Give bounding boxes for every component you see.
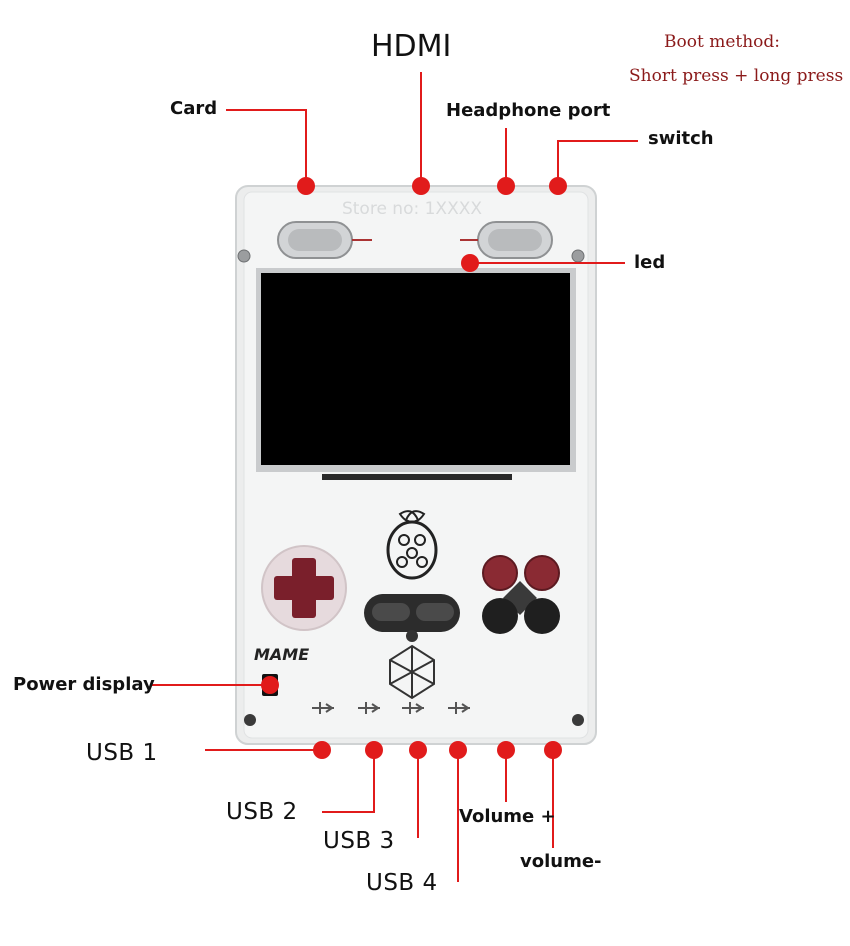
screw-icon [244,714,256,726]
speaker-left-icon [277,221,372,259]
callout-dot-usb3 [409,741,427,759]
dpad-icon [274,558,334,618]
screen-connector [322,474,512,480]
usb-icon [402,702,424,714]
callout-dot-volume-plus [497,741,515,759]
action-buttons [482,555,560,634]
label-power-display: Power display [13,674,155,695]
screen [261,273,570,465]
screw-icon [572,714,584,726]
cube-emblem-icon [389,644,435,700]
label-usb-4: USB 4 [366,870,438,896]
label-led: led [634,252,666,273]
callout-dot-headphone [497,177,515,195]
usb-icon [358,702,380,714]
label-volume-minus: volume- [520,851,602,872]
callout-line-switch [557,140,638,186]
raspberry-pi-logo-icon [386,510,438,580]
store-watermark: Store no: 1XXXX [342,199,482,219]
screw-icon [237,249,251,263]
callout-dot-hdmi [412,177,430,195]
callout-dot-card [297,177,315,195]
speaker-right-icon [460,221,553,259]
boot-method-title: Boot method: [664,32,781,52]
label-usb-1: USB 1 [86,740,158,766]
callout-line-card [226,109,307,186]
label-switch: switch [648,128,714,149]
callout-line-usb2 [322,750,375,813]
boot-method-sequence: Short press + long press [629,66,844,86]
callout-dot-usb2 [365,741,383,759]
label-volume-plus: Volume + [459,806,556,827]
mame-logo: MAME [254,645,309,664]
callout-dot-usb1 [313,741,331,759]
callout-dot-volume-minus [544,741,562,759]
label-usb-3: USB 3 [323,828,395,854]
usb-icon [448,702,470,714]
label-headphone-port: Headphone port [446,100,611,121]
callout-dot-power [261,676,279,694]
callout-dot-led [461,254,479,272]
label-hdmi: HDMI [371,29,452,64]
label-usb-2: USB 2 [226,799,298,825]
usb-icon [312,702,334,714]
callout-dot-switch [549,177,567,195]
callout-dot-usb4 [449,741,467,759]
select-start-buttons [364,594,460,642]
label-card: Card [170,98,218,119]
